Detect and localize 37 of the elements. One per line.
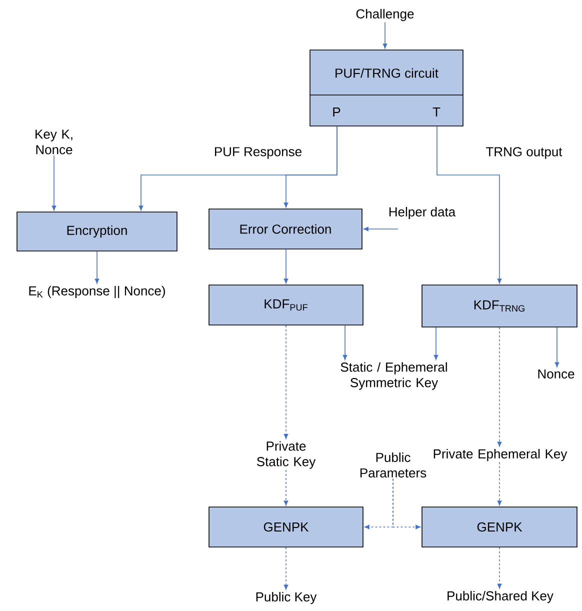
arrow xyxy=(342,325,348,360)
arrow xyxy=(434,327,438,360)
text-label: E$_{K}$ (Response || Nonce) xyxy=(29,286,165,298)
arrow xyxy=(284,547,288,590)
text-label: Public/Shared Key xyxy=(448,590,554,604)
arrow xyxy=(94,251,100,284)
process-box: Encryption xyxy=(16,212,178,252)
arrow xyxy=(284,325,288,439)
text-label: Challenge xyxy=(356,8,414,22)
arrow xyxy=(554,327,560,368)
arrow xyxy=(284,470,288,506)
edge-label: PUF Response xyxy=(212,146,304,160)
arrow xyxy=(497,547,502,589)
process-box: KDF$_{TRNG}$ xyxy=(422,284,578,328)
arrow xyxy=(284,249,288,284)
text-label: Key K, Nonce xyxy=(36,130,72,154)
process-box: KDF$_{PUF}$ xyxy=(208,284,364,326)
arrow xyxy=(382,22,388,48)
arrow xyxy=(497,462,502,506)
text-label: Helper data xyxy=(389,206,456,220)
process-box: GENPK xyxy=(422,506,578,548)
text-label: Nonce xyxy=(538,369,574,379)
arrow xyxy=(284,126,338,208)
text-label: Public Parameters xyxy=(360,452,426,478)
arrow xyxy=(497,327,502,447)
text-label: Private Ephemeral Key xyxy=(434,448,568,462)
arrow xyxy=(52,155,56,211)
process-box: GENPK xyxy=(208,506,364,548)
arrow xyxy=(364,226,398,232)
circuit-box: PUF/TRNG circuit P T xyxy=(310,50,464,126)
edge-label: TRNG output xyxy=(484,146,564,160)
text-label: Private Static Key xyxy=(256,441,316,469)
text-label: Public Key xyxy=(256,592,317,604)
text-label: Static / Ephemeral Symmetric Key xyxy=(340,362,447,390)
process-box: Error Correction xyxy=(208,208,362,250)
arrow xyxy=(436,126,502,284)
arrow xyxy=(392,478,420,530)
